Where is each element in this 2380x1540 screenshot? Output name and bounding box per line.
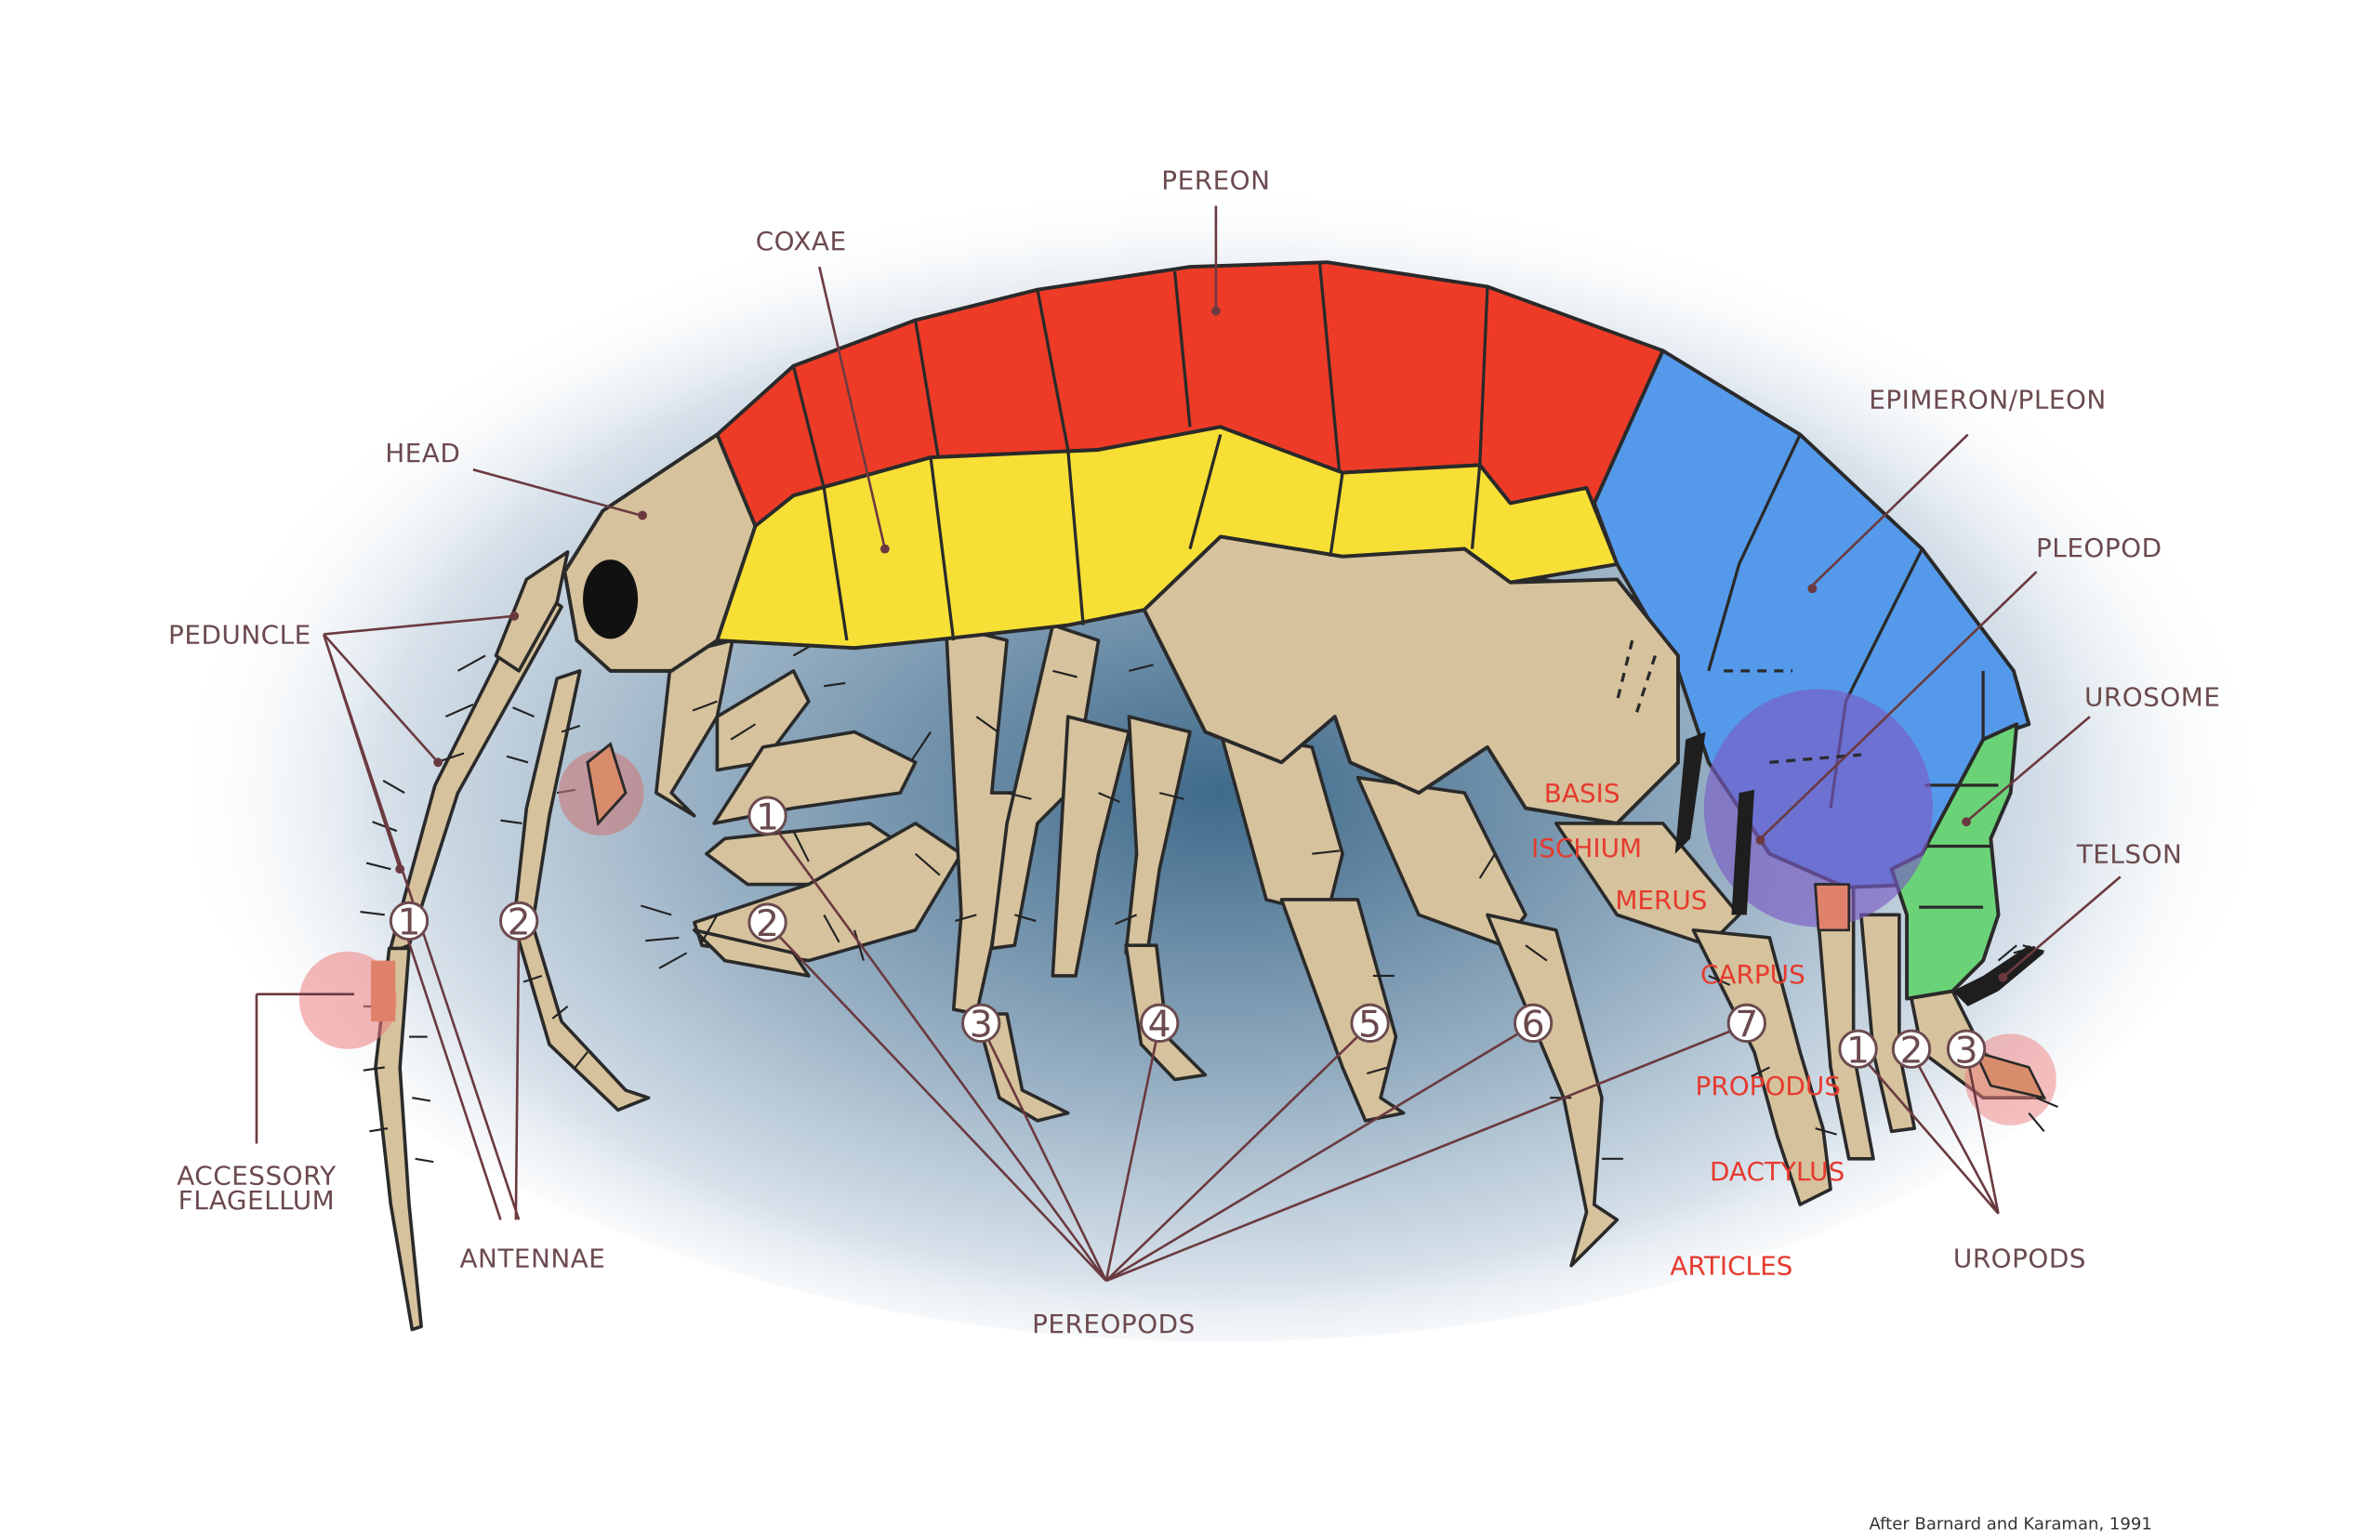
label-urosome: UROSOME (2084, 682, 2220, 713)
article-labels: BASIS ISCHIUM MERUS CARPUS PROPODUS DACT… (1531, 778, 1844, 1282)
source-credit: After Barnard and Karaman, 1991 (1869, 1515, 2151, 1534)
pereopod-number-1: 1 (756, 796, 779, 838)
label-merus: MERUS (1615, 885, 1707, 915)
label-ischium: ISCHIUM (1531, 833, 1642, 863)
label-propodus: PROPODUS (1696, 1071, 1841, 1101)
label-dactylus: DACTYLUS (1710, 1156, 1844, 1187)
leader-lines (255, 205, 2122, 1283)
pereopod-number-3: 3 (970, 1003, 993, 1046)
antennae-drawing (298, 585, 651, 1332)
label-telson: TELSON (2076, 839, 2183, 870)
label-basis: BASIS (1544, 778, 1620, 809)
pereopod-number-6: 6 (1522, 1003, 1545, 1046)
uropod-number-1: 1 (1846, 1029, 1870, 1072)
pereopod-number-markers: 1 2 3 4 5 6 7 (747, 796, 1766, 1046)
anatomy-labels: PEREON COXAE HEAD PEDUNCLE ACCESSORY FLA… (168, 165, 2220, 1338)
antenna-number-markers: 1 2 (389, 902, 539, 944)
pleopod-dark-structures (1674, 731, 1755, 915)
amphipod-body (494, 260, 2031, 1001)
label-head: HEAD (385, 438, 460, 468)
pereopod-number-5: 5 (1358, 1003, 1382, 1046)
label-uropods: UROPODS (1953, 1243, 2086, 1273)
label-articles: ARTICLES (1670, 1251, 1792, 1282)
compound-eye (583, 559, 639, 639)
antenna-number-1: 1 (397, 902, 420, 944)
label-accessory-flagellum-line1: ACCESSORY (177, 1161, 337, 1191)
uropod-number-2: 2 (1899, 1029, 1923, 1072)
pereopod-number-4: 4 (1148, 1003, 1171, 1046)
label-accessory-flagellum-line2: FLAGELLUM (178, 1185, 336, 1216)
pereopod-number-7: 7 (1735, 1003, 1758, 1046)
pereopod-number-2: 2 (756, 902, 779, 945)
label-antennae: ANTENNAE (459, 1243, 605, 1273)
label-epimeron-pleon: EPIMERON/PLEON (1869, 385, 2107, 415)
label-carpus: CARPUS (1700, 959, 1805, 990)
uropod-number-3: 3 (1955, 1029, 1978, 1072)
uropod-number-markers: 1 2 3 (1838, 1029, 1987, 1072)
label-coxae: COXAE (756, 226, 847, 257)
pleopod-highlight (1703, 689, 1933, 928)
label-peduncle: PEDUNCLE (168, 619, 311, 650)
antenna-number-2: 2 (508, 902, 531, 944)
thorax-underside (1142, 534, 1680, 825)
label-pleopod: PLEOPOD (2036, 533, 2162, 563)
label-pereopods: PEREOPODS (1032, 1309, 1196, 1339)
label-pereon: PEREON (1161, 165, 1270, 195)
